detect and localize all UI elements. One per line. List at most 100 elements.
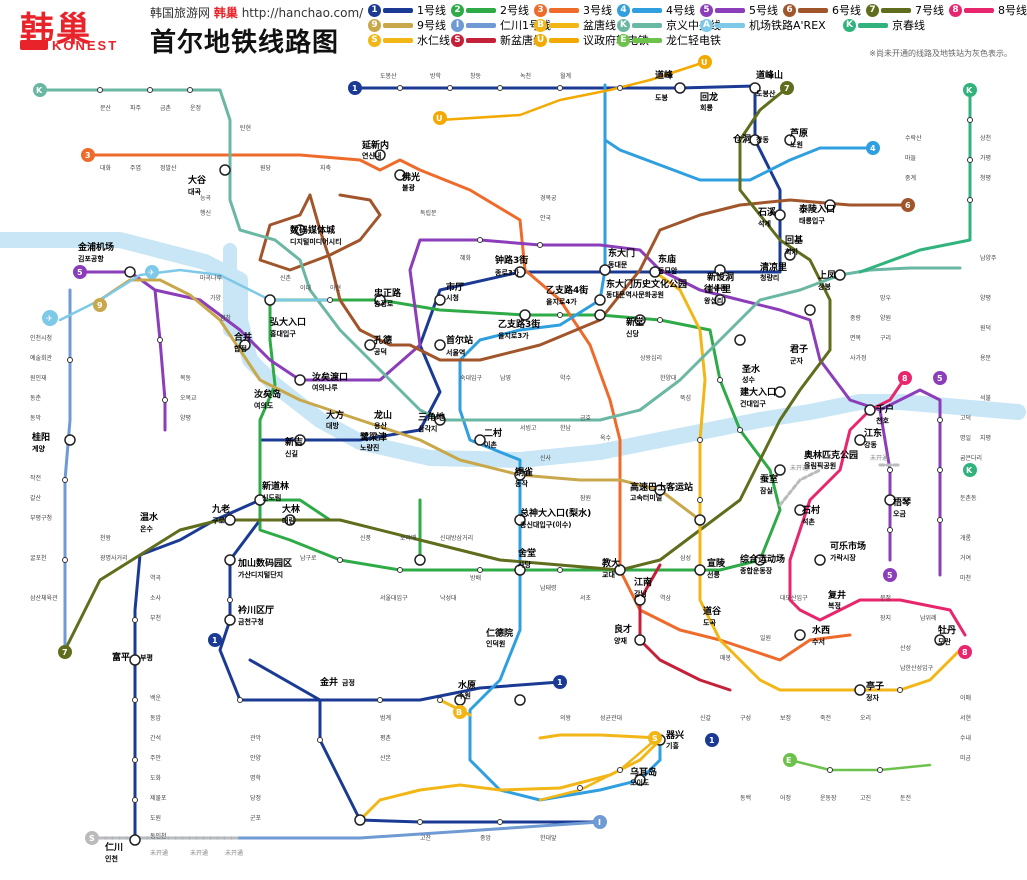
hub-cheongnyangni: 清凉里: [760, 261, 787, 273]
svg-text:갈산: 갈산: [30, 494, 42, 502]
svg-text:간석: 간석: [150, 734, 161, 742]
svg-text:양평: 양평: [180, 414, 191, 422]
hub-sports-complex: 综合运动场: [740, 553, 785, 565]
hub-hapjeong: 合井: [234, 331, 252, 343]
svg-text:주엽: 주엽: [130, 164, 141, 172]
hub-dongjak: 铜雀: [515, 466, 533, 478]
svg-text:고진: 고진: [860, 794, 871, 802]
hub-dongdaemun-ko: 동대문: [608, 260, 628, 269]
hub-garak: 可乐市场: [830, 540, 866, 552]
legend-label: 盆唐线: [583, 19, 616, 32]
svg-text:중계: 중계: [905, 174, 916, 182]
hub-chungjeongno: 忠正路: [374, 287, 402, 299]
svg-text:당정: 당정: [250, 794, 261, 802]
page-title: 首尔地铁线路图: [150, 28, 340, 58]
hub-ddp-ko: 동대문역사문화공원: [606, 290, 664, 299]
line-color-swatch: [466, 22, 496, 28]
hub-nowon: 芦原: [790, 127, 808, 139]
svg-text:고잔: 고잔: [420, 834, 432, 842]
svg-text:부평구청: 부평구청: [30, 514, 52, 522]
hub-seoul-station: 首尔站: [446, 334, 473, 346]
han-river: [0, 232, 1026, 468]
svg-text:능곡: 능곡: [200, 195, 212, 202]
svg-text:약수: 약수: [560, 374, 572, 382]
svg-text:한남: 한남: [560, 424, 572, 432]
hub-dongjak-ko: 동작: [515, 479, 528, 488]
line-badge-icon: A: [700, 18, 713, 32]
svg-text:부천: 부천: [150, 614, 161, 622]
line-9: [98, 278, 702, 522]
hub-daebang: 大方: [326, 409, 344, 421]
svg-text:신갈: 신갈: [700, 714, 712, 722]
hub-daebang-ko: 대방: [326, 421, 339, 430]
hub-gyodae: 教大: [601, 557, 620, 569]
svg-text:둔전: 둔전: [900, 794, 911, 802]
svg-text:5: 5: [887, 571, 893, 580]
line-badge-icon: U: [534, 33, 547, 47]
site-url[interactable]: http://hanchao.com/: [241, 6, 364, 20]
hub-ogeum: 梧琴: [893, 496, 912, 508]
hub-sindang-ko: 신당: [626, 329, 639, 338]
line-badge-icon: 7: [866, 3, 879, 17]
hub-euljiro4ga: 乙支路4街: [546, 284, 588, 296]
svg-text:안국: 안국: [540, 214, 552, 222]
hub-yongsan-ko: 용산: [374, 421, 387, 430]
svg-text:남태령: 남태령: [540, 584, 557, 592]
svg-text:성균관대: 성균관대: [600, 714, 622, 722]
svg-text:1: 1: [352, 84, 358, 93]
hub-seokchon: 石村: [801, 504, 820, 516]
svg-text:명일: 명일: [960, 434, 971, 442]
hub-singil-ko: 신길: [285, 449, 298, 458]
hub-ogeum-ko: 오금: [893, 510, 906, 518]
hub-yeouinaru-ko: 여의나루: [312, 383, 338, 392]
svg-text:서현: 서현: [960, 714, 971, 722]
hub-olympic-park-ko: 올림픽공원: [804, 461, 836, 470]
hub-yeouinaru: 汝矣渡口: [312, 371, 348, 383]
svg-text:신촌: 신촌: [280, 274, 292, 282]
hub-ichon: 二村: [484, 427, 502, 439]
svg-text:1: 1: [557, 678, 563, 687]
hub-giheung: 器兴: [665, 729, 684, 741]
hub-oido-ko: 오이도: [630, 778, 650, 787]
line-3: [86, 153, 852, 662]
logo-mark-icon: [20, 40, 48, 50]
svg-text:방학: 방학: [430, 72, 442, 80]
svg-text:남양주: 남양주: [980, 254, 997, 262]
svg-text:한양대: 한양대: [660, 374, 677, 382]
hub-sadang: 舍堂: [517, 547, 536, 559]
svg-text:일원: 일원: [760, 634, 771, 642]
hub-sindorim-ko: 신도림: [262, 493, 281, 502]
line-shinbundang: [638, 563, 732, 692]
svg-text:동막: 동막: [30, 414, 42, 422]
svg-text:S: S: [89, 834, 95, 843]
svg-text:운정: 운정: [190, 105, 201, 112]
hub-jeongja: 亭子: [866, 680, 884, 692]
svg-text:군포: 군포: [250, 815, 262, 822]
svg-text:죽전: 죽전: [820, 714, 831, 722]
hub-gunja: 君子: [790, 344, 808, 355]
svg-text:상천: 상천: [980, 134, 991, 142]
hub-dongmyo: 东庙: [658, 253, 676, 265]
svg-text:양평: 양평: [980, 294, 991, 302]
line-badge-icon: 5: [700, 3, 713, 17]
hub-hapjeong-ko: 합정: [234, 344, 247, 353]
hub-seongsu-ko: 성수: [742, 375, 755, 384]
line-badge-icon: 8: [949, 3, 962, 17]
hub-gasan: 加山数码园区: [237, 557, 292, 569]
legend-label: 4号线: [666, 4, 695, 17]
line-color-swatch: [881, 7, 911, 13]
line-badge-icon: 3: [534, 3, 547, 17]
line-color-swatch: [715, 7, 745, 13]
svg-text:구성: 구성: [740, 714, 751, 722]
svg-text:용문: 용문: [980, 355, 992, 362]
svg-text:서빙고: 서빙고: [520, 424, 537, 432]
svg-text:9: 9: [97, 301, 103, 310]
svg-text:수내: 수내: [960, 734, 971, 742]
hub-hongik-ko: 홍대입구: [270, 329, 296, 338]
hub-dogok: 道谷: [703, 605, 722, 617]
